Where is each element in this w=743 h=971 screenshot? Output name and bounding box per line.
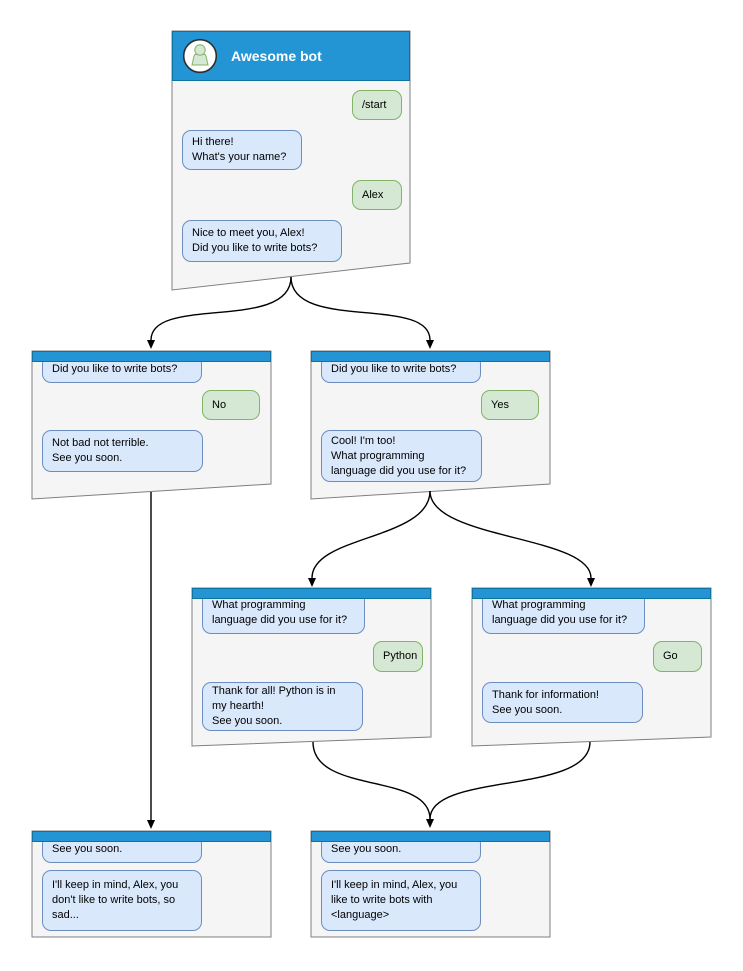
chat-window-end-no: See you soon. I'll keep in mind, Alex, y… bbox=[32, 831, 271, 937]
arrow-main-to-no bbox=[150, 276, 292, 341]
chat-window-branch-no: Did you like to write bots? No Not bad n… bbox=[32, 351, 271, 499]
person-icon bbox=[182, 38, 218, 74]
bot-message-question: What programming language did you use fo… bbox=[202, 592, 365, 634]
user-message-go: Go bbox=[653, 641, 702, 672]
bot-title: Awesome bot bbox=[231, 48, 322, 64]
bot-message-reply: I'll keep in mind, Alex, you like to wri… bbox=[321, 870, 481, 931]
bot-message-reply: Not bad not terrible. See you soon. bbox=[42, 430, 203, 472]
chat-window-main: Awesome bot /start Hi there! What's your… bbox=[172, 31, 410, 291]
user-message-no: No bbox=[202, 390, 260, 420]
bot-message-reply: I'll keep in mind, Alex, you don't like … bbox=[42, 870, 202, 931]
bot-message-reply: Cool! I'm too! What programming language… bbox=[321, 430, 482, 482]
chat-header-main: Awesome bot bbox=[172, 31, 410, 81]
bot-message-question: What programming language did you use fo… bbox=[482, 592, 645, 634]
arrowhead-main-to-no bbox=[147, 340, 155, 349]
chat-header-end-no bbox=[32, 831, 271, 842]
chat-window-branch-python: What programming language did you use fo… bbox=[192, 588, 431, 746]
chat-window-branch-yes: Did you like to write bots? Yes Cool! I'… bbox=[311, 351, 550, 499]
arrowhead-yes-to-go bbox=[587, 578, 595, 587]
bot-message-reply: Thank for information! See you soon. bbox=[482, 682, 643, 723]
arrow-main-to-yes bbox=[290, 276, 431, 341]
arrowhead-no-to-end bbox=[147, 820, 155, 829]
arrowhead-yes-to-python bbox=[308, 578, 316, 587]
chat-header-branch-no bbox=[32, 351, 271, 362]
arrow-yes-to-go bbox=[429, 490, 592, 579]
chat-header-branch-go bbox=[472, 588, 711, 599]
chat-header-branch-yes bbox=[311, 351, 550, 362]
arrow-go-to-end bbox=[429, 741, 591, 820]
user-message-start: /start bbox=[352, 90, 402, 120]
arrowhead-main-to-yes bbox=[426, 340, 434, 349]
user-message-name: Alex bbox=[352, 180, 402, 210]
bot-message-ask-bots: Nice to meet you, Alex! Did you like to … bbox=[182, 220, 342, 262]
user-message-python: Python bbox=[373, 641, 423, 672]
user-message-yes: Yes bbox=[481, 390, 539, 420]
chat-header-branch-python bbox=[192, 588, 431, 599]
chat-header-end-yes bbox=[311, 831, 550, 842]
chat-window-end-yes: See you soon. I'll keep in mind, Alex, y… bbox=[311, 831, 550, 937]
arrowhead-merge-to-end bbox=[426, 819, 434, 828]
bot-message-ask-name: Hi there! What's your name? bbox=[182, 130, 302, 170]
chat-window-branch-go: What programming language did you use fo… bbox=[472, 588, 711, 746]
bot-message-reply: Thank for all! Python is in my hearth! S… bbox=[202, 682, 363, 731]
arrow-python-to-end bbox=[312, 741, 431, 820]
arrow-yes-to-python bbox=[311, 490, 431, 579]
